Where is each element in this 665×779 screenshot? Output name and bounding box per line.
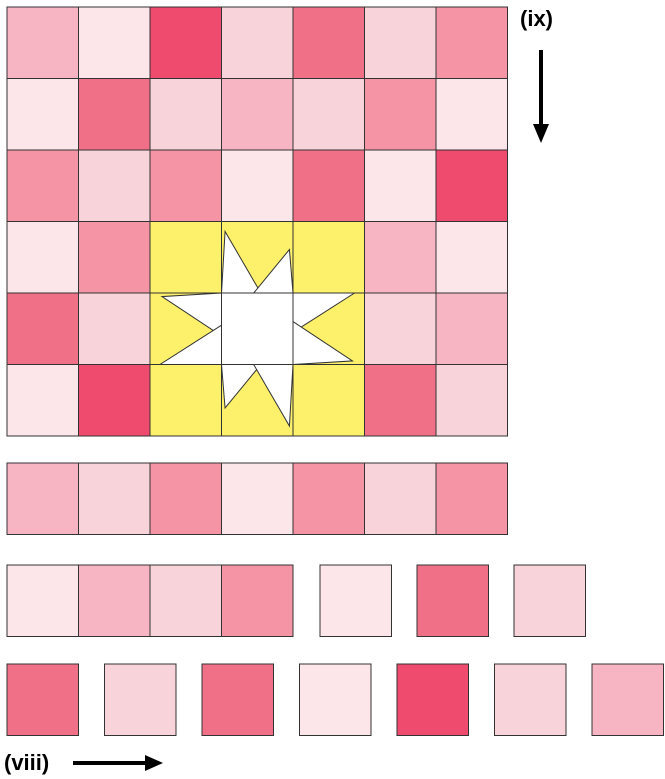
partial-row-square (320, 565, 392, 637)
row-strip-square (222, 463, 294, 535)
partial-row-square (79, 565, 151, 637)
block-square (436, 365, 508, 437)
loose-square (495, 664, 567, 736)
star-center (222, 293, 294, 365)
block-square (365, 7, 437, 79)
block-square (7, 150, 79, 222)
row-strip-square (150, 463, 222, 535)
loose-square (7, 664, 79, 736)
block-square (79, 222, 151, 294)
block-square (7, 222, 79, 294)
block-square (7, 79, 79, 151)
loose-square (300, 664, 372, 736)
row-strip-square (79, 463, 151, 535)
block-square (79, 365, 151, 437)
block-square (79, 293, 151, 365)
block-square (79, 79, 151, 151)
loose-square (105, 664, 177, 736)
block-square (365, 293, 437, 365)
row-strip-square (293, 463, 365, 535)
row-strip-square (436, 463, 508, 535)
block-square (365, 222, 437, 294)
row-strip-square (7, 463, 79, 535)
right-arrow-head (145, 755, 163, 771)
loose-square (397, 664, 469, 736)
block-square (222, 7, 294, 79)
block-square (436, 7, 508, 79)
partial-row-square (417, 565, 489, 637)
block-square (150, 7, 222, 79)
block-square (436, 222, 508, 294)
block-square (436, 293, 508, 365)
step-label-ix: (ix) (520, 8, 553, 30)
block-square (79, 150, 151, 222)
partial-row-square (514, 565, 586, 637)
block-square (150, 150, 222, 222)
partial-row-square (222, 565, 294, 637)
block-square (436, 79, 508, 151)
step-label-viii: (viii) (4, 752, 49, 774)
row-strip-square (365, 463, 437, 535)
partial-row-square (150, 565, 222, 637)
block-square (7, 293, 79, 365)
loose-square (592, 664, 664, 736)
block-square (293, 150, 365, 222)
loose-square (202, 664, 274, 736)
block-square (79, 7, 151, 79)
block-square (7, 7, 79, 79)
block-square (365, 150, 437, 222)
block-square (150, 79, 222, 151)
partial-row-square (7, 565, 79, 637)
block-square (222, 150, 294, 222)
block-square (222, 79, 294, 151)
block-square (436, 150, 508, 222)
block-square (7, 365, 79, 437)
down-arrow-head (533, 124, 549, 143)
block-square (365, 79, 437, 151)
block-square (293, 7, 365, 79)
block-square (365, 365, 437, 437)
block-square (293, 79, 365, 151)
